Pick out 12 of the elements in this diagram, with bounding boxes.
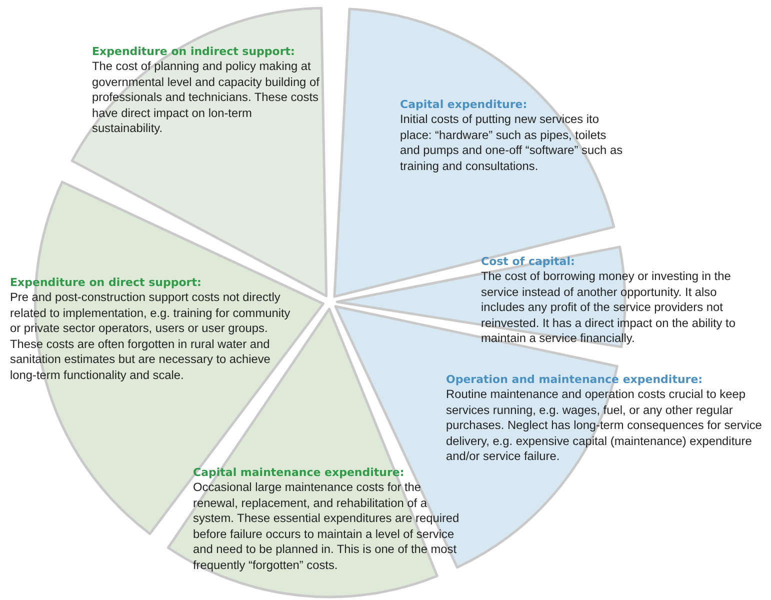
slice-heading: Expenditure on indirect support: — [92, 44, 296, 59]
slice-description: Pre and post-construction support costs not directly related to implementation, e.g. training for community or private sector operators, users or user groups. These costs are often forgotten in rural water and sanitation estimates but are necessary to achieve long-term functionality and scale. — [10, 290, 292, 384]
slice-heading: Cost of capital: — [481, 254, 576, 269]
slice-description: Routine maintenance and operation costs crucial to keep services running, e.g. wages, fuel, or any other regular purchases. Neglect has long-term consequences for service delivery, e.g. expensive capital (maintenance) expenditure and/or service failure. — [446, 387, 763, 465]
slice-heading: Capital expenditure: — [400, 97, 528, 112]
slice-description: The cost of planning and policy making at governmental level and capacity building of professionals and technicians. These costs have direct impact on lon-term sustainability. — [92, 59, 320, 137]
slice-description: The cost of borrowing money or investing in the service instead of another opportunity. It also includes any profit of the service providers not reinvested. It has a direct impact on the ability to maintain a service financially. — [481, 269, 736, 347]
slice-heading: Expenditure on direct support: — [10, 275, 202, 290]
slice-description: Occasional large maintenance costs for the renewal, replacement, and rehabilitation of a system. These essential expenditures are required before failure occurs to maintain a level of service and need to be planned in. This is one of the most frequently “forgotten” costs. — [193, 480, 460, 574]
slice-description: Initial costs of putting new services ito place: “hardware” such as pipes, toilets and pumps and one-off “software” such as training and consultations. — [400, 112, 624, 174]
slice-heading: Operation and maintenance expenditure: — [446, 372, 704, 387]
slice-heading: Capital maintenance expenditure: — [193, 465, 406, 480]
